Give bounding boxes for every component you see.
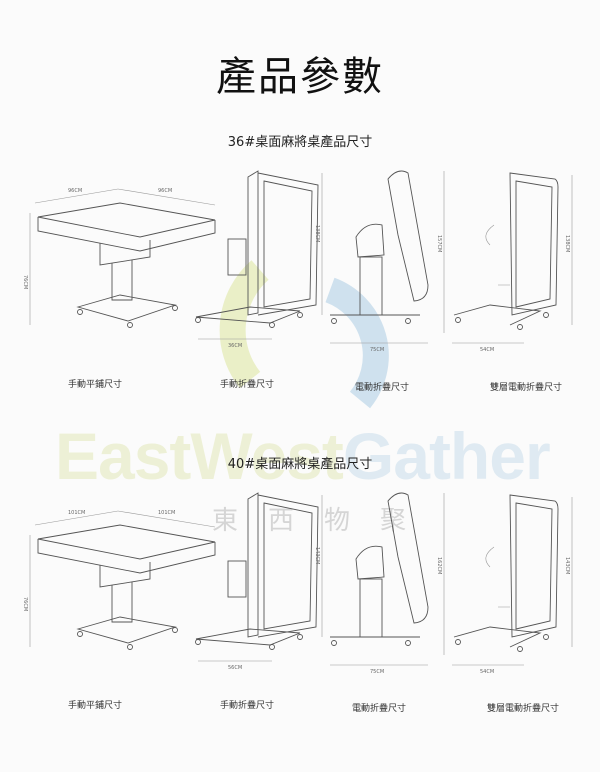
watermark-text: EastWestGather [55, 419, 551, 493]
dim-height: 76CM [22, 275, 28, 289]
watermark-logo [219, 260, 389, 409]
dim-double-depth: 54CM [480, 669, 494, 675]
caption-manual-fold: 手動折疊尺寸 [220, 701, 275, 711]
double-electric-fold-drawing: 138CM 54CM [452, 172, 573, 353]
watermark-chinese: 東西物聚 [212, 506, 437, 536]
electric-fold-drawing: 162CM 75CM [330, 492, 445, 675]
dim-electric-height: 162CM [436, 557, 442, 574]
section-heading-40: 40#桌面麻將桌產品尺寸 [227, 457, 373, 472]
dim-width-a: 96CM [68, 188, 82, 194]
dim-manual-height: 138CM [314, 225, 320, 242]
dim-electric-depth: 75CM [370, 347, 384, 353]
dim-height: 76CM [22, 597, 28, 611]
section-heading-36: 36#桌面麻將桌產品尺寸 [227, 135, 373, 150]
table-flat-drawing: 96CM 96CM 76CM [22, 188, 216, 328]
dim-double-height: 143CM [564, 557, 570, 574]
dim-width-b: 96CM [158, 188, 172, 194]
dim-double-height: 138CM [564, 235, 570, 252]
diagram-row-36: 96CM 96CM 76CM 138CM 36CM 157CM 75CM 138… [22, 170, 573, 353]
caption-double-electric: 雙層電動折疊尺寸 [490, 383, 563, 393]
caption-double-electric: 雙層電動折疊尺寸 [487, 704, 560, 714]
dim-double-depth: 54CM [480, 347, 494, 353]
caption-manual-fold: 手動折疊尺寸 [220, 380, 275, 390]
double-electric-fold-drawing: 143CM 54CM [452, 494, 573, 675]
page-title: 產品參數 [216, 54, 384, 100]
dim-width-b: 101CM [158, 510, 175, 516]
diagram-row-40: 101CM 101CM 76CM 143CM 56CM 162CM 75CM 1… [22, 492, 573, 675]
manual-fold-drawing: 143CM 56CM [195, 492, 323, 671]
dim-manual-depth: 36CM [228, 343, 242, 349]
table-flat-drawing: 101CM 101CM 76CM [22, 510, 216, 650]
caption-electric-fold: 電動折疊尺寸 [352, 704, 407, 714]
manual-fold-drawing: 138CM 36CM [195, 170, 323, 349]
dim-electric-depth: 75CM [370, 669, 384, 675]
dim-manual-height: 143CM [314, 547, 320, 564]
dim-width-a: 101CM [68, 510, 85, 516]
caption-electric-fold: 電動折疊尺寸 [355, 383, 410, 393]
caption-manual-flat: 手動平鋪尺寸 [68, 380, 123, 390]
dim-electric-height: 157CM [436, 235, 442, 252]
caption-manual-flat: 手動平鋪尺寸 [68, 701, 123, 711]
dim-manual-depth: 56CM [228, 665, 242, 671]
electric-fold-drawing: 157CM 75CM [330, 170, 445, 353]
